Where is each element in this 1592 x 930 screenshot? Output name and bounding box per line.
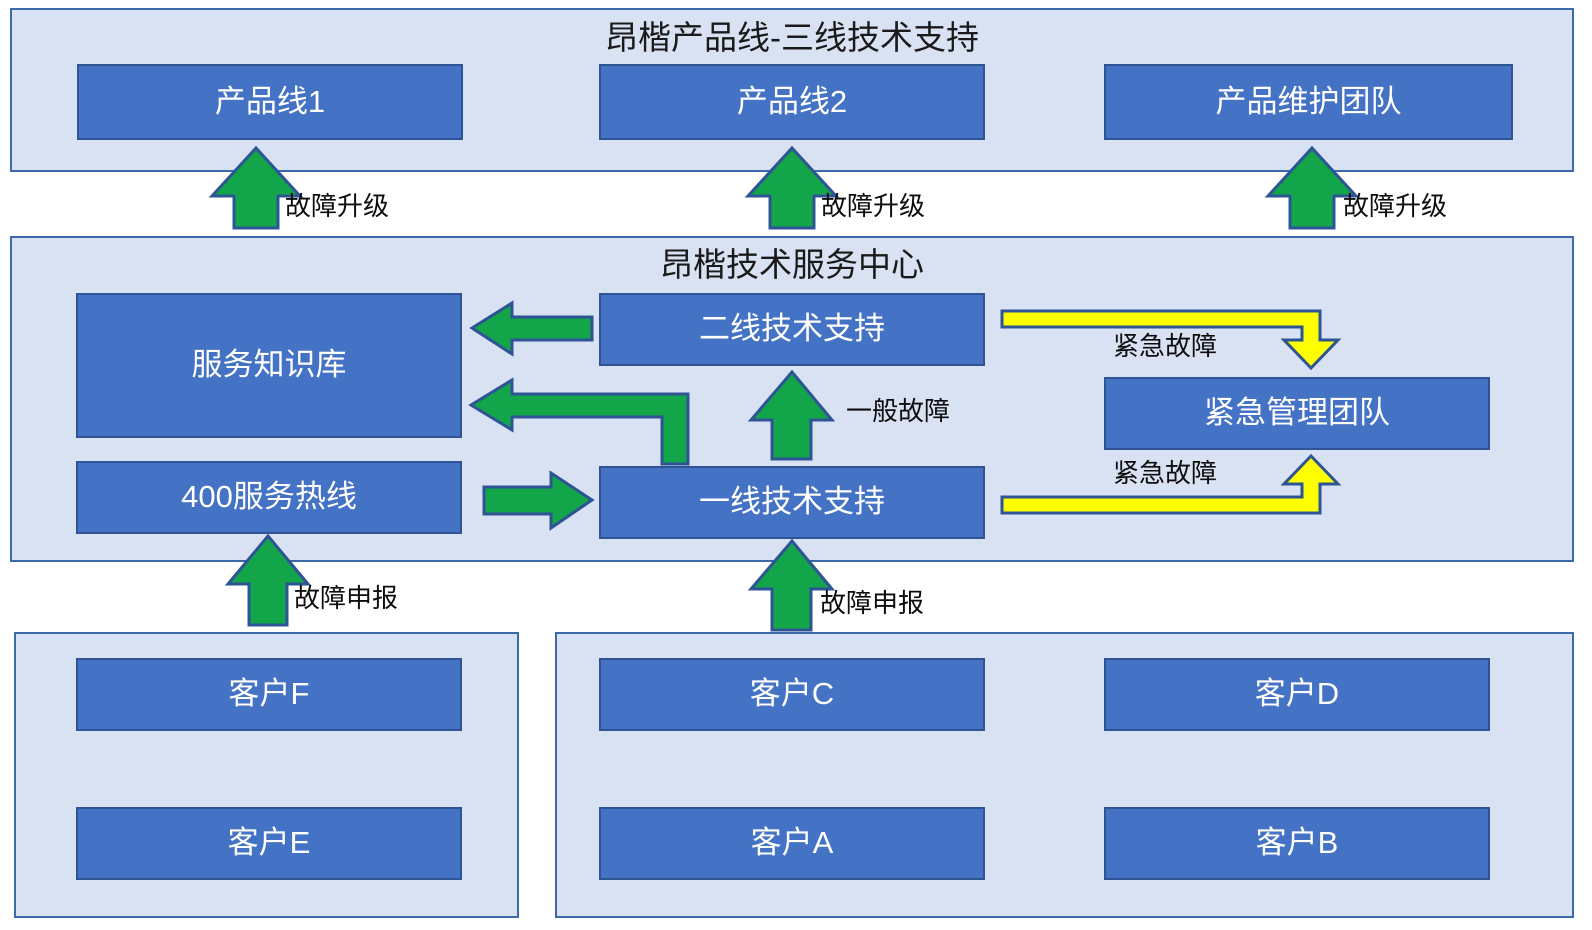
label-fault-report-right: 故障申报 xyxy=(820,588,925,618)
node-second-line-support[interactable]: 二线技术支持 xyxy=(599,293,985,366)
node-product-line-1[interactable]: 产品线1 xyxy=(77,64,463,140)
product-line-group-title: 昂楷产品线-三线技术支持 xyxy=(605,19,979,56)
label-escalation-2: 故障升级 xyxy=(821,191,926,221)
node-customer-a[interactable]: 客户A xyxy=(599,807,985,880)
label-escalation-3: 故障升级 xyxy=(1343,191,1448,221)
label-escalation-1: 故障升级 xyxy=(285,191,390,221)
label-general-fault: 一般故障 xyxy=(846,396,951,426)
node-customer-d[interactable]: 客户D xyxy=(1104,658,1490,731)
node-product-maintenance-team[interactable]: 产品维护团队 xyxy=(1104,64,1513,140)
node-customer-c[interactable]: 客户C xyxy=(599,658,985,731)
node-customer-f[interactable]: 客户F xyxy=(76,658,462,731)
node-hotline-400[interactable]: 400服务热线 xyxy=(76,461,462,534)
label-emergency-fault-up: 紧急故障 xyxy=(1113,458,1218,488)
node-service-knowledge-base[interactable]: 服务知识库 xyxy=(76,293,462,438)
node-first-line-support[interactable]: 一线技术支持 xyxy=(599,466,985,539)
node-customer-e[interactable]: 客户E xyxy=(76,807,462,880)
node-customer-b[interactable]: 客户B xyxy=(1104,807,1490,880)
label-fault-report-left: 故障申报 xyxy=(294,583,399,613)
label-emergency-fault-down: 紧急故障 xyxy=(1113,331,1218,361)
node-emergency-management-team[interactable]: 紧急管理团队 xyxy=(1104,377,1490,450)
service-center-group-title: 昂楷技术服务中心 xyxy=(660,246,924,283)
node-product-line-2[interactable]: 产品线2 xyxy=(599,64,985,140)
